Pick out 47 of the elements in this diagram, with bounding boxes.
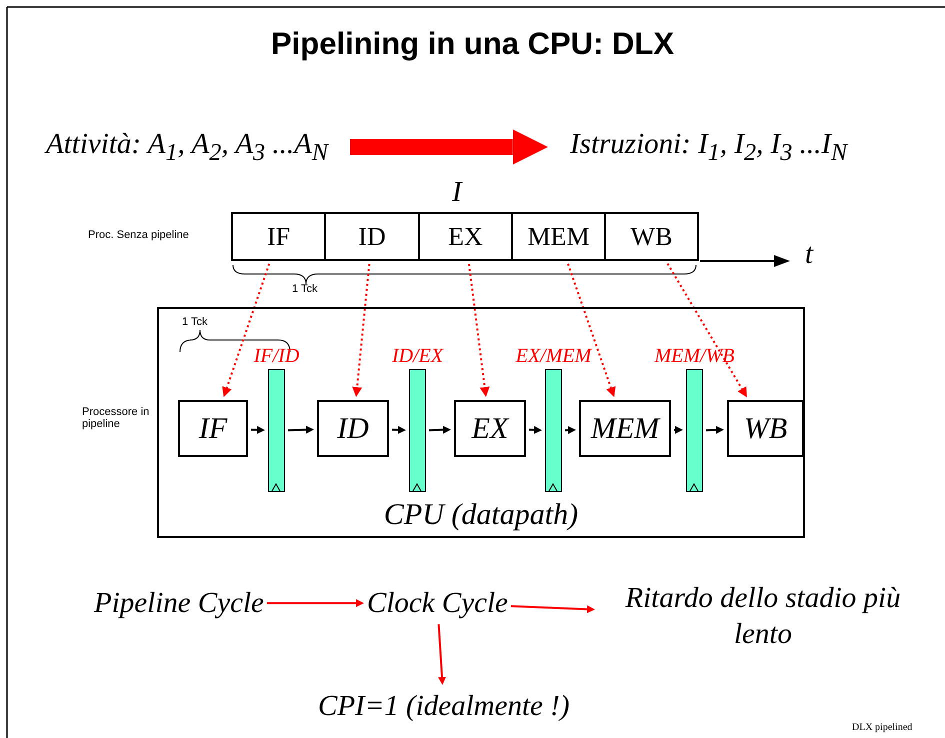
arrow bbox=[510, 605, 595, 614]
arrow bbox=[288, 426, 314, 434]
arrow bbox=[250, 426, 265, 434]
duration-label: 1 Tck bbox=[292, 283, 318, 295]
arrow bbox=[266, 599, 364, 608]
axis-label: I bbox=[452, 176, 462, 209]
arrow bbox=[674, 426, 683, 434]
flow-text: Pipeline Cycle bbox=[94, 585, 264, 622]
register-label: EX/MEM bbox=[514, 345, 594, 367]
stage-box: MEM bbox=[579, 400, 671, 457]
stage-box: IF bbox=[231, 212, 326, 261]
stage-box: WB bbox=[604, 212, 699, 261]
block-arrow bbox=[350, 129, 548, 165]
flow-text: Ritardo dello stadio più lento bbox=[598, 580, 928, 652]
row-label: Proc. Senza pipeline bbox=[88, 229, 189, 241]
row-label: Processore in pipeline bbox=[82, 406, 150, 430]
stage-box: EX bbox=[454, 400, 526, 457]
stage-box: EX bbox=[418, 212, 513, 261]
register-label: ID/EX bbox=[390, 345, 445, 367]
duration-label: 1 Tck bbox=[182, 316, 208, 328]
cpu-box bbox=[157, 307, 805, 538]
flow-text: Clock Cycle bbox=[367, 585, 508, 622]
arrow bbox=[428, 426, 451, 434]
slide-title: Pipelining in una CPU: DLX bbox=[270, 26, 675, 62]
footer-label: DLX pipelined bbox=[852, 722, 912, 733]
register-label: IF/ID bbox=[252, 345, 300, 367]
dotted-arrow bbox=[666, 263, 747, 398]
flow-text: CPI=1 (idealmente !) bbox=[318, 688, 570, 724]
stage-box: MEM bbox=[511, 212, 606, 261]
sequence-text: Attività: A$_{1}$, A$_{2}$, A$_{3}$ ...A$_{N}$ bbox=[46, 126, 328, 168]
stage-box: ID bbox=[317, 400, 389, 457]
stage-box: ID bbox=[324, 212, 420, 261]
arrow bbox=[392, 426, 406, 434]
sequence-text: Istruzioni: I$_{1}$, I$_{2}$, I$_{3}$ ...I$_{N}$ bbox=[570, 126, 848, 168]
arrow bbox=[706, 426, 724, 434]
stage-box: WB bbox=[727, 400, 804, 457]
axis-label: t bbox=[805, 238, 814, 271]
dotted-arrow bbox=[222, 263, 270, 398]
dotted-arrow bbox=[468, 264, 490, 398]
register-label: MEM/WB bbox=[653, 345, 736, 367]
dotted-arrow bbox=[567, 263, 616, 398]
arrow bbox=[528, 426, 542, 434]
stage-box: IF bbox=[178, 400, 248, 457]
box-title: CPU (datapath) bbox=[382, 498, 580, 532]
dotted-arrow bbox=[352, 264, 370, 398]
arrow bbox=[438, 624, 446, 685]
arrow bbox=[564, 426, 576, 434]
